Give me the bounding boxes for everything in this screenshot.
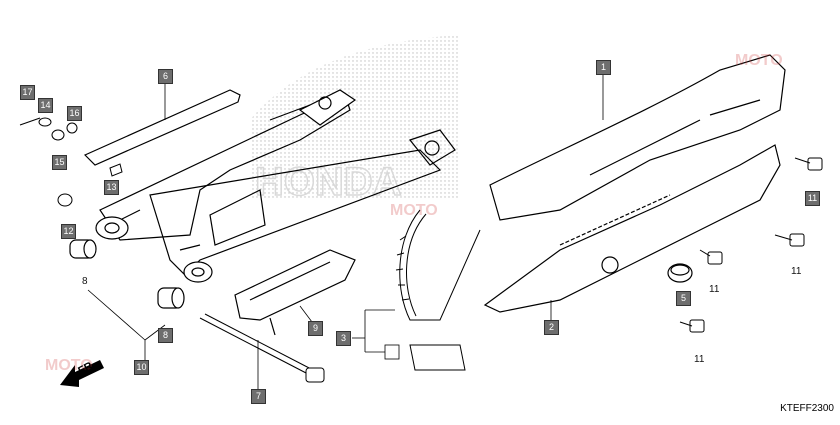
honda-wing-watermark: HONDA (250, 35, 460, 205)
label-11-right: 11 (791, 266, 802, 277)
svg-text:HONDA: HONDA (255, 160, 402, 204)
callout-12: 12 (61, 224, 76, 239)
chain-case-lower (483, 144, 781, 313)
chain-case-upper (489, 54, 786, 221)
diagram-code: KTEFF2300 (780, 403, 834, 414)
callout-16: 16 (67, 106, 82, 121)
callout-2: 2 (544, 320, 559, 335)
pivot-bushings (69, 216, 213, 309)
callout-3: 3 (336, 331, 351, 346)
callout-1: 1 (596, 60, 611, 75)
callout-10: 10 (134, 360, 149, 375)
chain-joint-box (384, 344, 400, 360)
callout-8: 8 (158, 328, 173, 343)
drive-chain (395, 209, 481, 371)
case-bolts (679, 157, 823, 333)
swingarm (99, 89, 456, 276)
long-bolt (199, 313, 325, 383)
label-11-bottom: 11 (694, 354, 705, 365)
callout-9: 9 (308, 321, 323, 336)
callout-6: 6 (158, 69, 173, 84)
svg-text:MOTO: MOTO (45, 357, 93, 374)
callout-17: 17 (20, 85, 35, 100)
svg-text:MOTO: MOTO (735, 52, 783, 69)
front-direction-arrow (60, 360, 104, 387)
callout-13: 13 (104, 180, 119, 195)
rubber-cap (667, 263, 693, 283)
callout-15: 15 (52, 155, 67, 170)
label-11-mid: 11 (709, 284, 720, 295)
callout-5: 5 (676, 291, 691, 306)
moto-watermark: MOTO MOTO MOTO (45, 52, 783, 374)
svg-text:MOTO: MOTO (390, 202, 438, 219)
label-8-plain: 8 (82, 276, 88, 287)
left-fasteners (19, 117, 123, 207)
chain-slider (234, 249, 356, 336)
callout-14: 14 (38, 98, 53, 113)
bracket-bar (83, 89, 241, 166)
callout-11-top: 11 (805, 191, 820, 206)
callout-7: 7 (251, 389, 266, 404)
